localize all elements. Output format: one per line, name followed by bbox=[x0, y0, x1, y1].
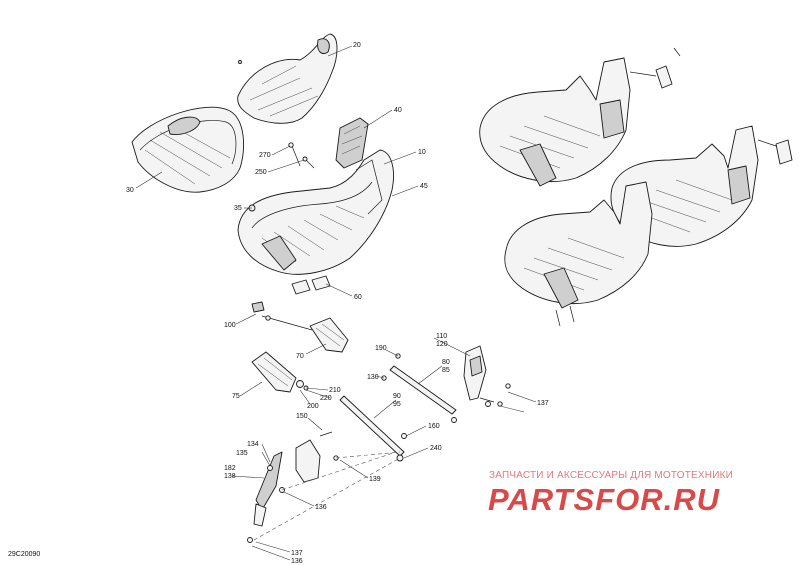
callout-label: 95 bbox=[393, 401, 401, 408]
callout-label: 137 bbox=[291, 550, 303, 557]
callout-label: 70 bbox=[296, 353, 304, 360]
diagram-code: 29C20090 bbox=[8, 551, 41, 558]
callout-label: 200 bbox=[307, 403, 319, 410]
leader-lines bbox=[135, 45, 537, 561]
callout-label: 100 bbox=[224, 322, 236, 329]
seat-rails bbox=[251, 301, 349, 393]
watermark-tagline: ЗАПЧАСТИ И АКСЕССУАРЫ ДЛЯ МОТОТЕХНИКИ bbox=[489, 470, 734, 481]
callout-label: 240 bbox=[430, 445, 442, 452]
callout-label: 90 bbox=[393, 393, 401, 400]
callout-label: 130 bbox=[367, 374, 379, 381]
callout-label: 60 bbox=[354, 294, 362, 301]
callout-label: 110 bbox=[436, 333, 447, 340]
callout-label: 20 bbox=[353, 42, 361, 49]
seat-assembly-rear-left bbox=[504, 181, 653, 327]
callout-label: 136 bbox=[291, 558, 303, 565]
belt-bracket bbox=[247, 431, 339, 543]
callout-label: 30 bbox=[126, 187, 134, 194]
callout-label: 137 bbox=[537, 400, 549, 407]
callout-label: 10 bbox=[418, 149, 426, 156]
callout-label: 182 bbox=[224, 465, 236, 472]
callout-label: 138 bbox=[224, 473, 236, 480]
seat-cushion bbox=[131, 106, 245, 193]
callout-label: 210 bbox=[329, 387, 341, 394]
callout-label: 135 bbox=[236, 450, 248, 457]
callout-label: 190 bbox=[375, 345, 387, 352]
seat-belt-buckle bbox=[463, 345, 495, 407]
callout-label: 220 bbox=[320, 395, 332, 402]
callout-label: 136 bbox=[315, 504, 327, 511]
callout-label: 270 bbox=[259, 152, 271, 159]
callout-label: 120 bbox=[436, 341, 448, 348]
callout-label: 35 bbox=[234, 205, 242, 212]
cross-tubes bbox=[339, 353, 511, 462]
callout-label: 150 bbox=[296, 413, 308, 420]
callout-label: 139 bbox=[369, 476, 381, 483]
callout-label: 45 bbox=[420, 183, 428, 190]
assembly-lines bbox=[253, 451, 401, 541]
callout-label: 80 bbox=[442, 359, 450, 366]
callout-label: 85 bbox=[442, 367, 450, 374]
callout-labels: 20 40 10 270 250 45 35 30 60 100 70 75 2… bbox=[126, 42, 549, 565]
watermark-logo: PARTSFOR.RU bbox=[488, 482, 721, 517]
callout-label: 250 bbox=[255, 169, 267, 176]
callout-label: 134 bbox=[247, 441, 259, 448]
backrest-cushion bbox=[237, 33, 338, 124]
seat-assembly-front bbox=[479, 47, 681, 187]
seat-pad bbox=[335, 117, 369, 169]
callout-label: 40 bbox=[394, 107, 402, 114]
callout-label: 75 bbox=[232, 393, 240, 400]
callout-label: 160 bbox=[428, 423, 440, 430]
seat-shell bbox=[237, 149, 394, 275]
